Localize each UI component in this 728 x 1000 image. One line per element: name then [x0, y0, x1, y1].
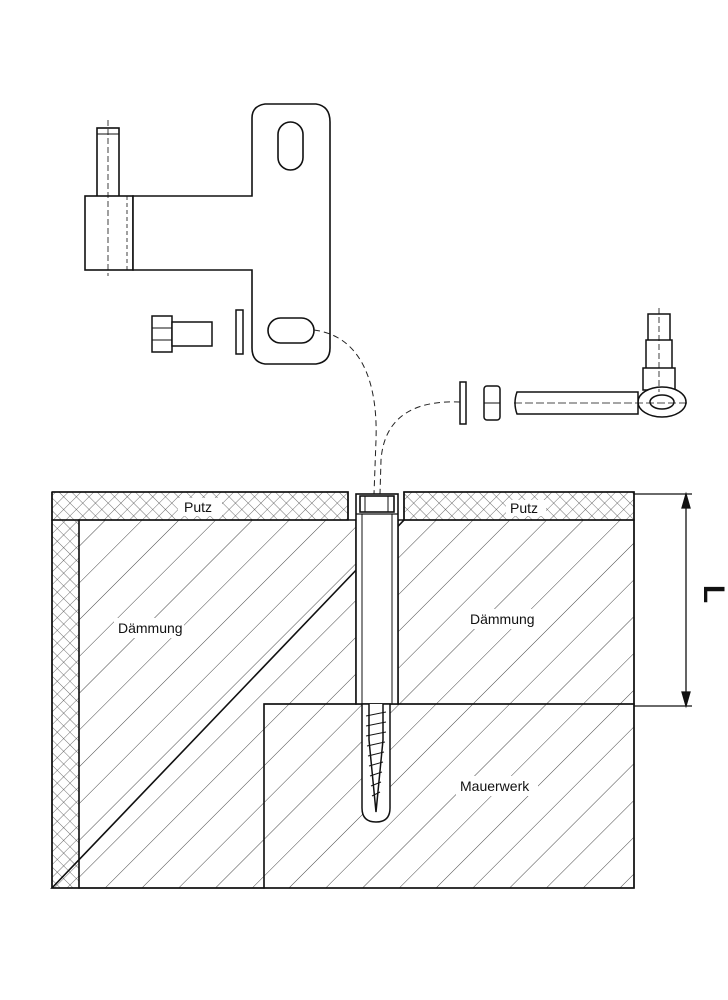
label-putz-left: Putz [184, 499, 212, 515]
label-putz-right: Putz [510, 500, 538, 516]
guide-line-right [379, 401, 461, 495]
washer-left [235, 309, 244, 355]
hinge-part [84, 103, 331, 365]
hinge-knuckle [84, 195, 134, 271]
label-daemmung-right: Dämmung [470, 611, 535, 627]
hex-bolt [151, 315, 213, 353]
wall-outline [50, 491, 635, 889]
anchor-sleeve [355, 493, 399, 705]
guide-line-left [313, 329, 377, 495]
label-mauerwerk: Mauerwerk [460, 778, 530, 794]
washer-right [459, 381, 467, 425]
dimension-label: L [697, 585, 728, 603]
screw-anchor [361, 703, 391, 823]
hinge-slot-top [277, 121, 304, 171]
mauerwerk-layer [263, 703, 635, 889]
hinge-slot-bottom [267, 317, 315, 344]
dimension-l [634, 491, 692, 709]
hinge-plate [132, 103, 331, 365]
label-daemmung-left: Dämmung [118, 620, 183, 636]
eye-bolt-part [514, 308, 690, 418]
